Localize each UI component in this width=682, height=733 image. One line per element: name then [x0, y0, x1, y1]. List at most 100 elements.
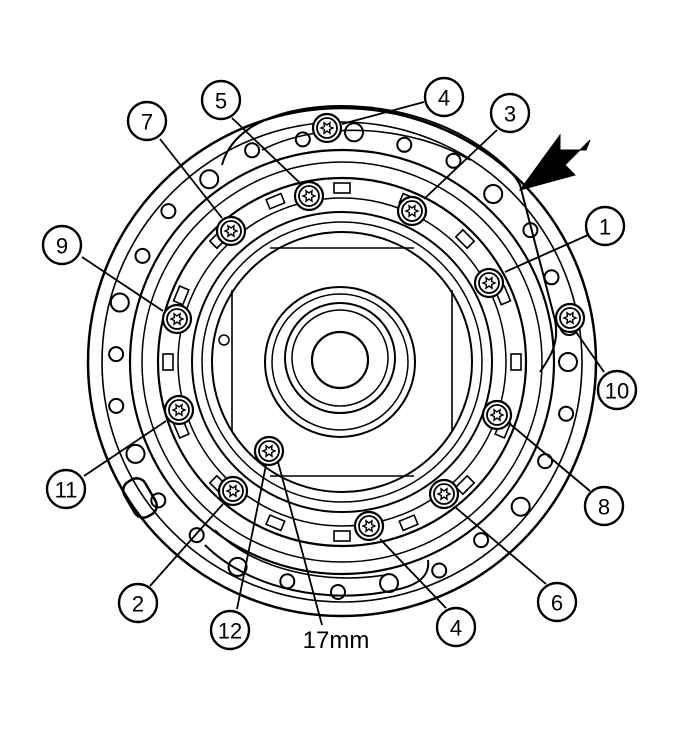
ring-notch [510, 353, 522, 371]
flange-hole [431, 562, 448, 579]
flange-hole [160, 203, 177, 220]
bolt-c5 [293, 180, 325, 212]
callout-circle [200, 79, 242, 121]
ring-notch [454, 228, 476, 250]
bolt-head [401, 200, 423, 222]
callout-c10: 10 [596, 369, 638, 411]
leader-line-c5 [231, 117, 301, 184]
ring-notch [265, 514, 286, 532]
callout-c4b: 4 [435, 606, 477, 648]
bolt-torx-socket [169, 312, 185, 326]
bolt-c7 [215, 215, 247, 247]
flange-hole [543, 269, 560, 286]
flange-hole [199, 169, 220, 190]
callout-circle [583, 485, 625, 527]
flange-hole [522, 222, 539, 239]
flange-hole [396, 136, 413, 153]
ring-notches [162, 182, 522, 542]
cover-plate-inner [261, 129, 471, 161]
bolt-c12 [253, 435, 285, 467]
body-ring-4 [177, 197, 507, 527]
bolt-c2 [217, 475, 249, 507]
cover-plate-outline [249, 105, 558, 373]
flange-hole [108, 346, 125, 363]
leader-line-c4a [341, 101, 425, 125]
hub-outer [264, 286, 416, 438]
callout-number: 6 [551, 591, 563, 616]
callout-c1: 1 [584, 205, 626, 247]
body-ring-7 [211, 231, 473, 493]
callout-number: 2 [132, 592, 144, 617]
callout-number: 5 [215, 89, 227, 114]
flange-hole [330, 584, 346, 600]
leader-line-17mm [277, 461, 323, 626]
bolt-torx-socket [223, 224, 239, 238]
bolt-torx-socket [261, 444, 277, 458]
flange-hole [279, 573, 296, 590]
flange-hole [294, 131, 311, 148]
flange-outer-lip [101, 121, 583, 603]
bolt-torx-socket [171, 403, 187, 417]
callout-circle [423, 76, 465, 118]
flange-hole [558, 405, 575, 422]
flange-hole [150, 492, 167, 509]
body-ring-2 [141, 161, 543, 563]
bolt-head [168, 399, 190, 421]
callout-c4a: 4 [423, 76, 465, 118]
bolt-head [258, 440, 280, 462]
pump-body [128, 148, 556, 576]
ring-notch [162, 353, 174, 371]
flange-hole [483, 184, 504, 204]
hub-middle [284, 302, 396, 414]
flange-hole [537, 453, 554, 470]
callout-c8: 8 [583, 485, 625, 527]
callout-number: 10 [605, 379, 629, 404]
hub-middle-inner [291, 309, 389, 407]
callout-number: 12 [218, 619, 242, 644]
bolt-size-label: 17mm [303, 627, 370, 654]
ring-notch [333, 182, 351, 194]
flange-hole [109, 292, 130, 313]
callout-circle [209, 609, 251, 651]
bolt-c6 [428, 478, 460, 510]
flange-hole [188, 527, 205, 544]
body-ring-5 [191, 211, 493, 513]
leader-lines [81, 101, 605, 626]
flange-hole [445, 152, 462, 169]
flange-hole [134, 247, 151, 264]
callout-number: 4 [450, 616, 462, 641]
flange-hole [108, 397, 125, 414]
flange-hole [379, 573, 399, 594]
bolt-c4a [311, 112, 343, 144]
bolt-c10 [554, 302, 586, 334]
bolt-torx-socket [562, 311, 578, 325]
bolt-c4b [353, 510, 385, 542]
lower-channel [204, 544, 430, 597]
shaft-bore [310, 330, 370, 390]
direction-arrow-shape [518, 133, 591, 191]
bolt-head [486, 404, 508, 426]
leader-line-c10 [575, 331, 605, 373]
callout-circle [126, 100, 168, 142]
callout-number: 8 [598, 495, 610, 520]
ring-notch [172, 285, 190, 306]
outer-hole-ring [108, 122, 580, 600]
bolt-torx-socket [301, 189, 317, 203]
callout-number: 1 [599, 215, 611, 240]
bolt-head [433, 483, 455, 505]
flange-hole [558, 352, 578, 372]
bolt-head [316, 117, 338, 139]
bolt-torx-socket [361, 519, 377, 533]
callout-c12: 12 [209, 609, 251, 651]
ring-notch [265, 192, 286, 210]
callout-circle [596, 369, 638, 411]
callout-circle [489, 92, 531, 134]
bolt-torx-socket [436, 487, 452, 501]
ring-notch [454, 474, 476, 496]
flange-hole [125, 443, 146, 464]
callout-number: 4 [438, 86, 450, 111]
callout-c9: 9 [41, 224, 83, 266]
callout-number: 11 [55, 478, 78, 503]
